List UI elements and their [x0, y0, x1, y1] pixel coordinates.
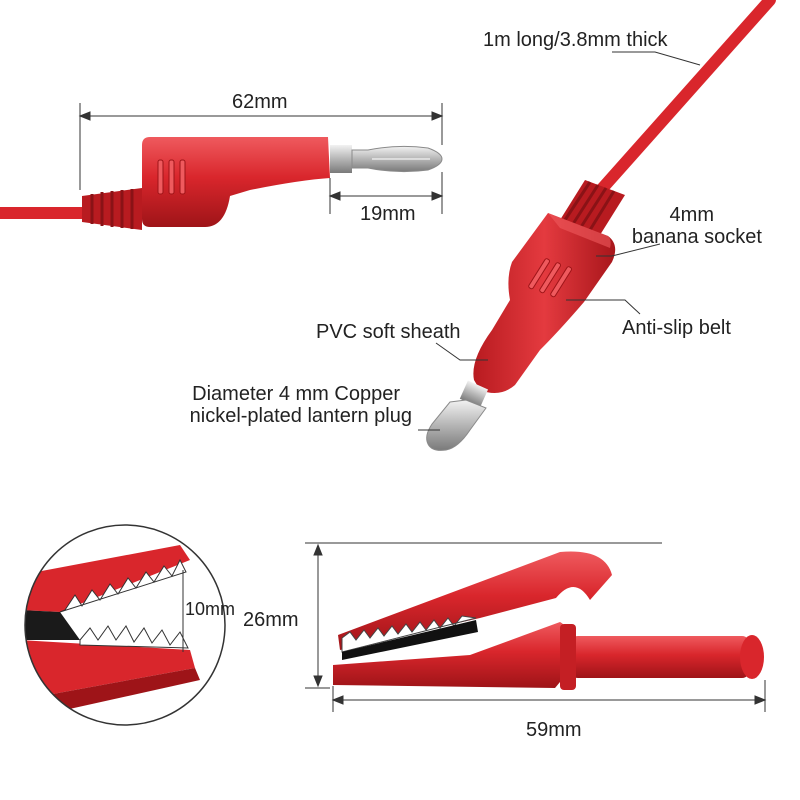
plug-body-diagonal	[473, 213, 616, 394]
jaw-lower	[25, 640, 195, 700]
teeth-lower	[79, 625, 189, 649]
teeth-upper	[59, 558, 187, 613]
label-clip-length: 59mm	[526, 719, 582, 741]
label-pvc-sheath: PVC soft sheath	[316, 321, 461, 343]
banana-pin-diagonal	[426, 399, 487, 451]
label-plug-line1: Diameter 4 mm Copper	[192, 383, 400, 405]
plug-body-horizontal	[142, 137, 330, 227]
horizontal-plug	[0, 137, 443, 230]
strain-relief-diagonal	[560, 180, 625, 235]
label-cable-spec: 1m long/3.8mm thick	[483, 29, 668, 51]
clip-handle	[570, 636, 750, 678]
label-clip-height: 26mm	[243, 609, 299, 631]
label-lantern-plug: Diameter 4 mm Copper nickel-plated lante…	[160, 383, 412, 427]
jaw-detail-circle	[24, 524, 226, 726]
alligator-clip	[333, 551, 764, 690]
label-plug-length: 62mm	[232, 91, 288, 113]
label-anti-slip-belt: Anti-slip belt	[622, 317, 731, 339]
dimension-lines-top	[78, 103, 444, 214]
cable-left	[0, 207, 90, 219]
jaw-upper	[25, 545, 190, 612]
diagonal-plug	[426, 0, 776, 451]
grip-ridges-horizontal	[157, 159, 186, 195]
clip-lower-jaw	[333, 622, 572, 688]
grip-ridges-diagonal	[528, 258, 572, 298]
clip-handle-end	[740, 635, 764, 679]
metal-collar-horizontal	[330, 145, 352, 173]
label-banana-socket: 4mm banana socket	[600, 204, 762, 248]
label-socket-line1: 4mm	[669, 204, 714, 226]
leader-lines	[418, 51, 701, 431]
cable-diagonal	[586, 0, 776, 206]
label-jaw-opening: 10mm	[185, 599, 236, 619]
dimension-lines-clip	[305, 542, 767, 712]
clip-teeth	[341, 615, 477, 653]
label-pin-length: 19mm	[360, 203, 416, 225]
label-socket-line2: banana socket	[631, 226, 762, 248]
label-plug-line2: nickel-plated lantern plug	[189, 405, 412, 427]
